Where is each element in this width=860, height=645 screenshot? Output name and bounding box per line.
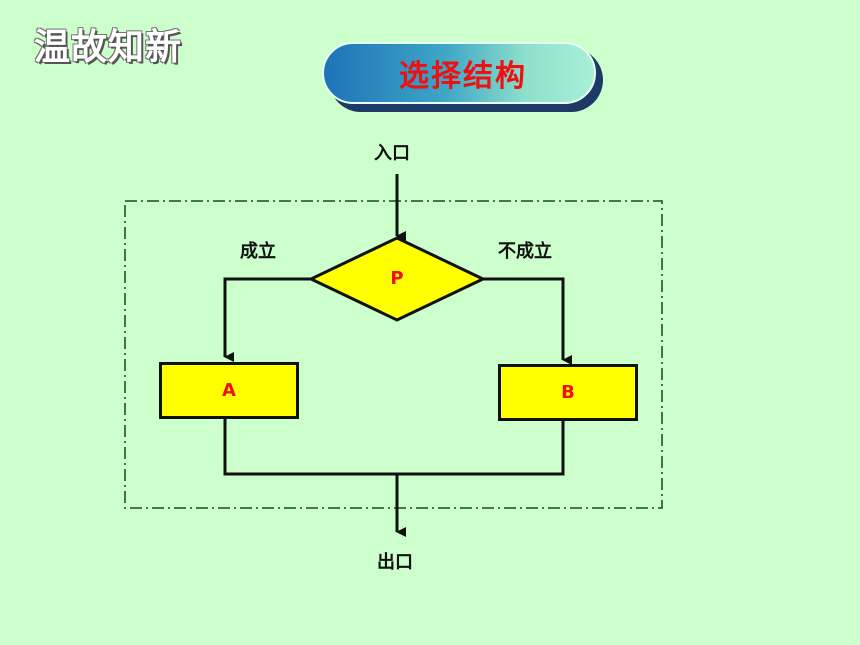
- banner-title: 选择结构: [399, 59, 527, 94]
- condition-label: P: [390, 268, 404, 289]
- true-branch-line: [223, 277, 311, 362]
- process-a-label: A: [222, 380, 236, 401]
- exit-label: 出口: [377, 552, 413, 573]
- slide-title: 温故知新: [34, 27, 183, 68]
- merge-line: [223, 418, 565, 476]
- condition-diamond: [307, 236, 487, 322]
- process-b-box: B: [498, 364, 638, 421]
- true-branch-label: 成立: [240, 241, 276, 262]
- topic-banner: 选择结构: [322, 42, 596, 104]
- false-branch-label: 不成立: [498, 241, 552, 262]
- false-branch-line: [483, 277, 572, 365]
- process-a-box: A: [159, 362, 299, 419]
- entry-label: 入口: [374, 143, 410, 164]
- process-b-label: B: [561, 382, 575, 403]
- structure-boundary: [124, 200, 663, 509]
